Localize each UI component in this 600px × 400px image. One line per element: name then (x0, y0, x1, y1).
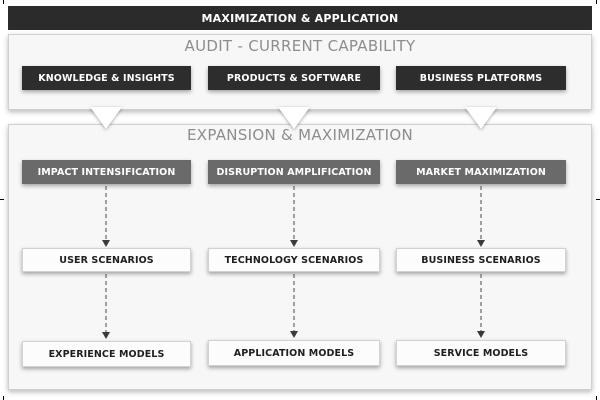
down-triangle-center (278, 107, 310, 129)
diagram-header: MAXIMIZATION & APPLICATION (8, 6, 592, 30)
audit-business-platforms: BUSINESS PLATFORMS (396, 66, 566, 90)
arrowhead-experience (102, 332, 110, 339)
audit-title: AUDIT - CURRENT CAPABILITY (184, 37, 416, 55)
corner-tick (3, 0, 4, 4)
business-scenarios-box: BUSINESS SCENARIOS (396, 248, 566, 272)
technology-scenarios-box: TECHNOLOGY SCENARIOS (208, 248, 380, 272)
arrowhead-application (290, 331, 298, 338)
corner-tick (0, 199, 4, 200)
expansion-title: EXPANSION & MAXIMIZATION (187, 126, 413, 144)
audit-knowledge-insights: KNOWLEDGE & INSIGHTS (22, 66, 191, 90)
corner-tick (596, 199, 600, 200)
experience-models-box: EXPERIENCE MODELS (22, 341, 191, 367)
corner-tick (596, 0, 597, 4)
down-triangle-right (465, 107, 497, 129)
disruption-amplification-box: DISRUPTION AMPLIFICATION (208, 160, 380, 184)
audit-products-software: PRODUCTS & SOFTWARE (208, 66, 380, 90)
arrowhead-service (477, 331, 485, 338)
down-triangle-left (90, 107, 122, 129)
corner-tick (596, 396, 597, 400)
service-models-box: SERVICE MODELS (396, 340, 566, 366)
corner-tick (3, 396, 4, 400)
impact-intensification-box: IMPACT INTENSIFICATION (22, 160, 191, 184)
user-scenarios-box: USER SCENARIOS (22, 248, 191, 272)
market-maximization-box: MARKET MAXIMIZATION (396, 160, 566, 184)
arrowhead-technology (290, 240, 298, 247)
arrowhead-business (477, 240, 485, 247)
application-models-box: APPLICATION MODELS (208, 340, 380, 366)
arrowhead-user (102, 240, 110, 247)
